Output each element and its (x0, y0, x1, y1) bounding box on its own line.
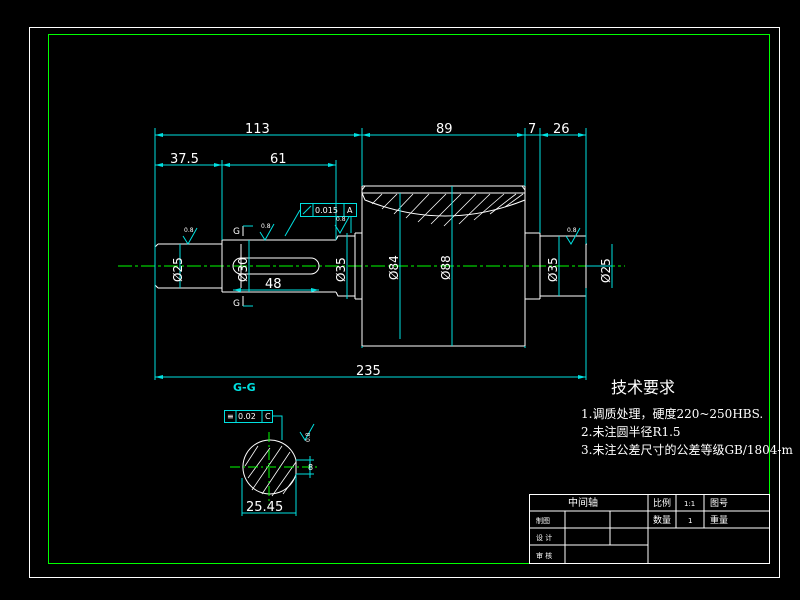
part-name: 中间轴 (568, 496, 598, 509)
drafter-label: 制图 (536, 516, 550, 525)
section-view-title: G-G (233, 381, 256, 394)
dim-section-width: 25.45 (246, 500, 283, 515)
roughness-2: 0.8 (261, 223, 271, 230)
roughness-1: 0.8 (184, 227, 194, 234)
dim-48: 48 (265, 277, 282, 292)
weight-label: 重量 (710, 514, 728, 526)
dimension-lines (154, 128, 613, 380)
dim-235: 235 (356, 364, 381, 379)
requirement-1: 1.调质处理，硬度220~250HBS. (581, 407, 764, 421)
roughness-5: 0.8 (305, 432, 312, 442)
roughness-4: 0.8 (567, 227, 577, 234)
roughness-3: 0.8 (336, 216, 346, 223)
keyway-slot (232, 257, 320, 275)
dim-dia84: Ø84 (387, 255, 401, 280)
requirement-2: 2.未注圆半径R1.5 (581, 425, 681, 439)
sym-symbol: ≡ (227, 412, 234, 421)
gear-tooth-section (361, 192, 526, 217)
dim-89: 89 (436, 122, 453, 137)
section-g-g-view: ≡ 0.02 C 8 0.8 25.45 (224, 410, 320, 516)
requirement-3: 3.未注公差尺寸的公差等级GB/1804-m (581, 443, 793, 457)
section-letter-top: G (233, 227, 240, 237)
runout-tolerance-frame: 0.015 A (284, 203, 357, 237)
dim-26: 26 (553, 122, 570, 137)
inner-border (48, 34, 770, 564)
dim-61: 61 (270, 152, 287, 167)
outer-border (29, 27, 780, 578)
scale-label: 比例 (653, 497, 671, 509)
dim-113: 113 (245, 122, 270, 137)
dim-dia25-right: Ø25 (599, 258, 613, 283)
runout-value: 0.015 (315, 206, 338, 215)
qty-label: 数量 (653, 514, 671, 526)
sym-value: 0.02 (238, 412, 256, 421)
checker-label: 审 核 (536, 551, 552, 560)
scale-value: 1:1 (684, 500, 695, 508)
dim-dia30: Ø30 (236, 257, 250, 282)
requirements-title: 技术要求 (611, 378, 676, 397)
section-letter-bottom: G (233, 299, 240, 309)
dim-7: 7 (528, 122, 536, 137)
drawing-no-label: 图号 (710, 498, 728, 509)
dim-key-width: 8 (308, 463, 313, 472)
runout-datum: A (347, 206, 353, 215)
qty-value: 1 (688, 517, 692, 525)
dim-dia35-right: Ø35 (546, 257, 560, 282)
dim-37-5: 37.5 (170, 152, 199, 167)
dim-dia88: Ø88 (439, 255, 453, 280)
roughness-symbols: 0.8 0.8 0.8 0.8 (182, 216, 581, 245)
dim-dia25-left: Ø25 (171, 257, 185, 282)
dim-dia35-left: Ø35 (334, 257, 348, 282)
title-block (529, 494, 770, 564)
designer-label: 设 计 (536, 533, 552, 542)
section-cut-marks: G G (233, 225, 253, 309)
shaft-cross-section (242, 439, 297, 495)
sym-datum: C (265, 412, 271, 421)
